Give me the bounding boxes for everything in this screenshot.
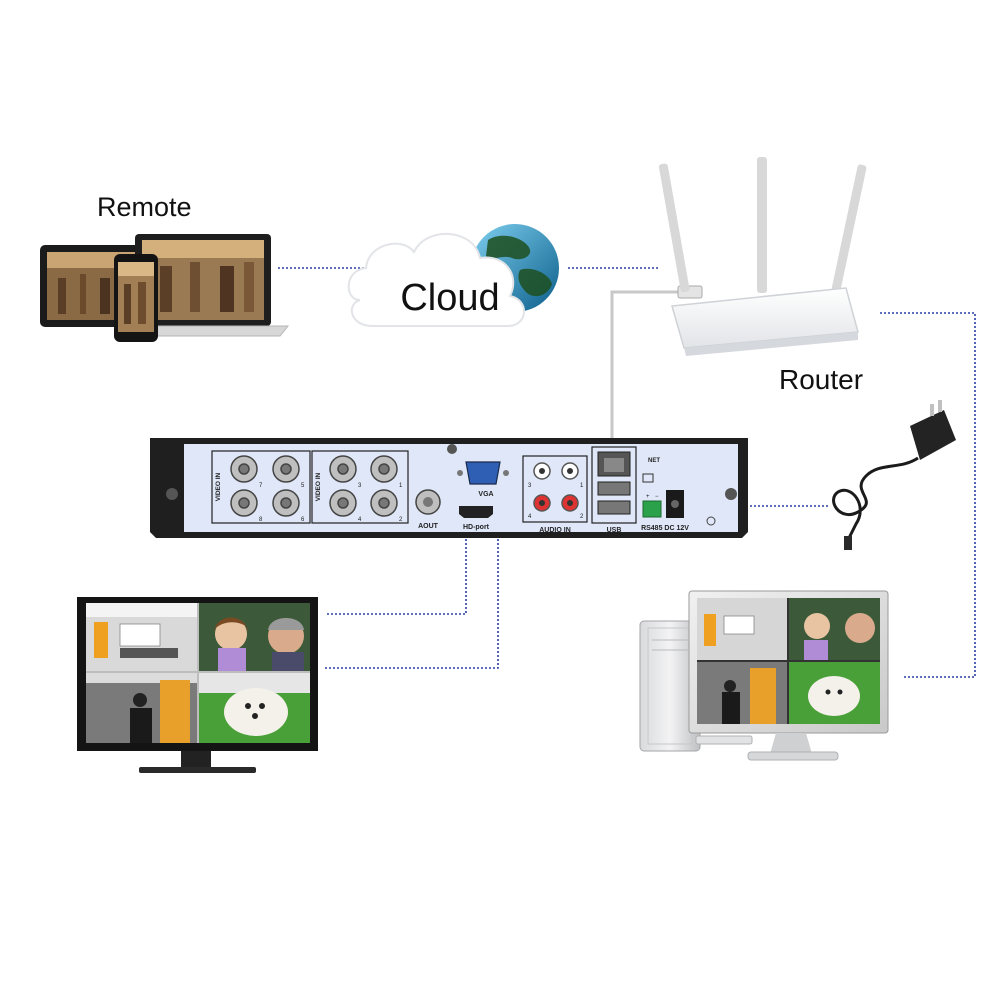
channel-4-label: 4 xyxy=(358,517,362,523)
vga-tv-line xyxy=(325,523,467,615)
remote-label: Remote xyxy=(97,192,192,222)
dvr-device: VIDEO IN 7 5 8 6 VIDEO IN 3 1 4 2 AOUT xyxy=(150,438,748,538)
audio-1-label: 1 xyxy=(580,483,584,489)
cloud-image: Cloud xyxy=(347,224,559,327)
remote-devices-image xyxy=(40,234,290,342)
channel-3-label: 3 xyxy=(358,483,362,489)
channel-1-label: 1 xyxy=(399,483,403,489)
hd-port-label: HD-port xyxy=(463,524,490,531)
audio-in-connectors xyxy=(533,462,579,512)
usb-port-2 xyxy=(597,500,631,515)
ground-screw xyxy=(706,516,716,526)
video-in-right-label: VIDEO IN xyxy=(315,472,322,501)
connection-lines xyxy=(278,267,976,678)
power-label: RS485 DC 12V xyxy=(641,525,689,532)
bnc-connectors-right xyxy=(329,455,398,517)
bnc-connectors-left xyxy=(230,455,300,517)
aout-label: AOUT xyxy=(418,523,439,530)
usb-label: USB xyxy=(607,527,622,534)
router-image xyxy=(658,157,867,356)
power-cable xyxy=(832,456,919,541)
rs485-minus-label: − xyxy=(655,494,659,500)
rs485-plus-label: + xyxy=(646,494,650,500)
cloud-label: Cloud xyxy=(400,277,499,319)
video-in-left-label: VIDEO IN xyxy=(215,472,222,501)
aout-connector xyxy=(415,489,441,515)
rs485-terminal xyxy=(642,500,662,518)
channel-8-label: 8 xyxy=(259,517,263,523)
router-label: Router xyxy=(779,364,864,395)
tv-monitor-image xyxy=(77,597,318,773)
desktop-pc-image xyxy=(639,590,889,761)
power-adapter-image xyxy=(832,400,956,550)
hdmi-port xyxy=(459,506,493,518)
audio-in-label: AUDIO IN xyxy=(539,527,571,534)
audio-3-label: 3 xyxy=(528,483,532,489)
channel-2-label: 2 xyxy=(399,517,403,523)
router-pc-line xyxy=(880,312,976,678)
vga-label: VGA xyxy=(478,491,493,498)
channel-7-label: 7 xyxy=(259,483,263,489)
hdmi-tv-line xyxy=(325,523,499,669)
channel-6-label: 6 xyxy=(301,517,305,523)
vga-port xyxy=(457,461,509,485)
usb-port-1 xyxy=(597,481,631,496)
channel-5-label: 5 xyxy=(301,483,305,489)
audio-2-label: 2 xyxy=(580,514,584,520)
net-label: NET xyxy=(648,458,660,464)
audio-4-label: 4 xyxy=(528,514,532,520)
